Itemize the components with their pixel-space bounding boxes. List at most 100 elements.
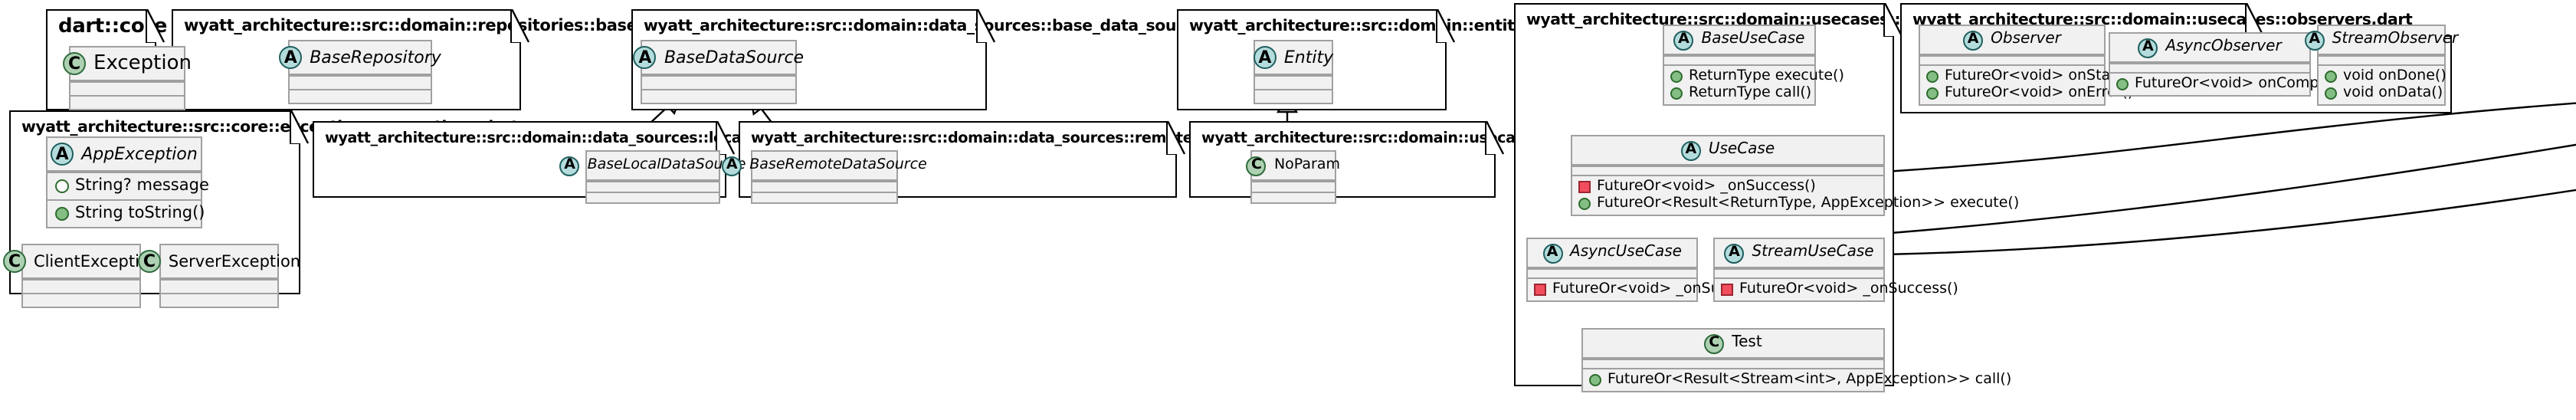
operation-row: FutureOr<void> _onSuccess() <box>1721 281 1958 297</box>
class-header: C ClientException <box>2 245 159 279</box>
class-entity[interactable]: A Entity <box>1253 40 1333 104</box>
operation-label: FutureOr<void> onComplete() <box>2135 75 2358 92</box>
class-header: A BaseRemoteDataSource <box>722 152 927 181</box>
class-stream-use-case[interactable]: A StreamUseCase FutureOr<void> _onSucces… <box>1713 238 1958 302</box>
class-header: A Entity <box>1253 41 1333 75</box>
class-observer[interactable]: A Observer FutureOr<void> onStart() Futu… <box>1919 25 2133 106</box>
class-header: A AsyncUseCase <box>1528 239 1696 268</box>
package-name: wyatt_architecture::src::domain::data_so… <box>644 18 1244 35</box>
class-stream-observer[interactable]: A StreamObserver void onDone() void onDa… <box>2304 25 2458 106</box>
operation-row: void onData() <box>2325 84 2443 101</box>
operation-label: FutureOr<void> _onSuccess() <box>1739 281 1958 297</box>
class-base-local-data-source[interactable]: A BaseLocalDataSource <box>559 150 746 204</box>
package-no-param: wyatt_architecture::src::domain::usecase… <box>1189 121 1670 198</box>
class-base-repository[interactable]: A BaseRepository <box>279 40 441 104</box>
class-name: StreamUseCase <box>1752 244 1874 261</box>
class-header: A AsyncObserver <box>2110 34 2309 63</box>
visibility-public-icon <box>1578 197 1591 209</box>
operation-label: FutureOr<Result<ReturnType, AppException… <box>1597 195 2020 212</box>
class-name: BaseDataSource <box>664 47 805 67</box>
class-async-observer[interactable]: A AsyncObserver FutureOr<void> onComplet… <box>2109 32 2358 97</box>
class-server-exception[interactable]: C ServerException <box>137 244 300 308</box>
operations-section: FutureOr<Result<Stream<int>, AppExceptio… <box>1583 368 2011 391</box>
operation-row: void onDone() <box>2325 67 2447 84</box>
operations-section: FutureOr<void> _onSuccess() <box>1528 277 1771 300</box>
operation-row: FutureOr<Result<ReturnType, AppException… <box>1578 195 2019 212</box>
class-marker-icon: A <box>1963 30 1984 50</box>
class-app-exception[interactable]: A AppException String? message String to… <box>46 136 209 228</box>
class-header: A BaseDataSource <box>633 41 804 75</box>
class-marker-icon: A <box>633 46 657 69</box>
class-base-remote-data-source[interactable]: A BaseRemoteDataSource <box>722 150 927 204</box>
visibility-public-icon <box>1926 70 1939 82</box>
class-header: C NoParam <box>1246 152 1340 181</box>
operations-section: FutureOr<void> onStart() FutureOr<void> … <box>1920 64 2133 104</box>
operation-label: void onDone() <box>2343 67 2447 84</box>
attributes-section <box>161 279 277 293</box>
class-header: A Observer <box>1920 26 2104 55</box>
visibility-public-icon <box>1589 373 1601 386</box>
package-tab: wyatt_architecture::src::domain::entitie… <box>1177 9 1641 43</box>
class-no-param[interactable]: C NoParam <box>1246 150 1340 204</box>
class-marker-icon: A <box>1673 30 1694 50</box>
attribute-label: String? message <box>75 176 209 195</box>
attributes-section <box>23 279 139 293</box>
class-async-use-case[interactable]: A AsyncUseCase FutureOr<void> _onSuccess… <box>1526 238 1771 302</box>
attributes-section <box>70 81 184 95</box>
class-marker-icon: A <box>559 156 580 176</box>
class-header: A UseCase <box>1572 136 1883 166</box>
package-tab: wyatt_architecture::src::domain::usecase… <box>1189 121 1670 155</box>
operation-label: FutureOr<void> _onSuccess() <box>1597 178 1816 195</box>
visibility-public-icon <box>2325 70 2337 82</box>
class-name: BaseLocalDataSource <box>587 156 746 173</box>
attributes-section <box>1528 268 1696 277</box>
attributes-section <box>1255 75 1332 89</box>
operation-row: FutureOr<void> onComplete() <box>2116 75 2358 92</box>
class-marker-icon: A <box>2304 30 2325 50</box>
package-tab: dart::core <box>46 9 167 43</box>
attributes-section <box>1583 359 1883 368</box>
operations-section <box>23 293 139 307</box>
class-base-data-source[interactable]: A BaseDataSource <box>633 40 804 104</box>
operations-section: String toString() <box>48 199 205 227</box>
class-name: Observer <box>1991 31 2061 48</box>
operation-label: FutureOr<void> onStart() <box>1945 67 2134 84</box>
class-marker-icon: C <box>1704 333 1725 353</box>
package-tab: wyatt_architecture::src::domain::reposit… <box>172 9 777 43</box>
class-header: A BaseRepository <box>279 41 441 75</box>
operations-section <box>1255 89 1332 103</box>
operations-section <box>1252 192 1335 202</box>
class-marker-icon: A <box>1253 46 1277 69</box>
class-test[interactable]: C Test FutureOr<Result<Stream<int>, AppE… <box>1581 328 2011 392</box>
class-base-use-case[interactable]: A BaseUseCase ReturnType execute() Retur… <box>1663 25 1844 106</box>
class-client-exception[interactable]: C ClientException <box>2 244 159 308</box>
class-marker-icon: A <box>2138 38 2158 57</box>
class-header: C Test <box>1583 330 1883 359</box>
class-marker-icon: C <box>2 250 26 273</box>
package-tab-corner <box>1486 121 1505 155</box>
attributes-section <box>1715 268 1883 277</box>
package-body <box>1189 153 1496 198</box>
attributes-section <box>642 75 795 89</box>
attributes-section <box>1252 181 1335 192</box>
operations-section <box>161 293 277 307</box>
class-marker-icon: A <box>279 46 303 69</box>
class-name: NoParam <box>1273 156 1341 173</box>
operation-row: ReturnType execute() <box>1670 67 1844 84</box>
class-header: C Exception <box>63 48 192 81</box>
visibility-public-icon <box>2325 87 2337 99</box>
class-name: ServerException <box>168 252 301 271</box>
operations-section: void onDone() void onData() <box>2319 64 2447 104</box>
class-exception[interactable]: C Exception <box>63 46 192 110</box>
class-name: BaseUseCase <box>1701 31 1805 48</box>
attributes-section <box>1920 55 2104 64</box>
package-tab: wyatt_architecture::src::domain::data_so… <box>631 9 1244 43</box>
operation-row: FutureOr<void> _onSuccess() <box>1578 178 1877 195</box>
class-use-case[interactable]: A UseCase FutureOr<void> _onSuccess() Fu… <box>1571 135 2019 216</box>
operations-section <box>70 95 184 109</box>
operations-section <box>290 89 431 103</box>
operations-section <box>642 89 795 103</box>
class-marker-icon: A <box>722 156 742 176</box>
class-header: A AppException <box>48 138 201 172</box>
